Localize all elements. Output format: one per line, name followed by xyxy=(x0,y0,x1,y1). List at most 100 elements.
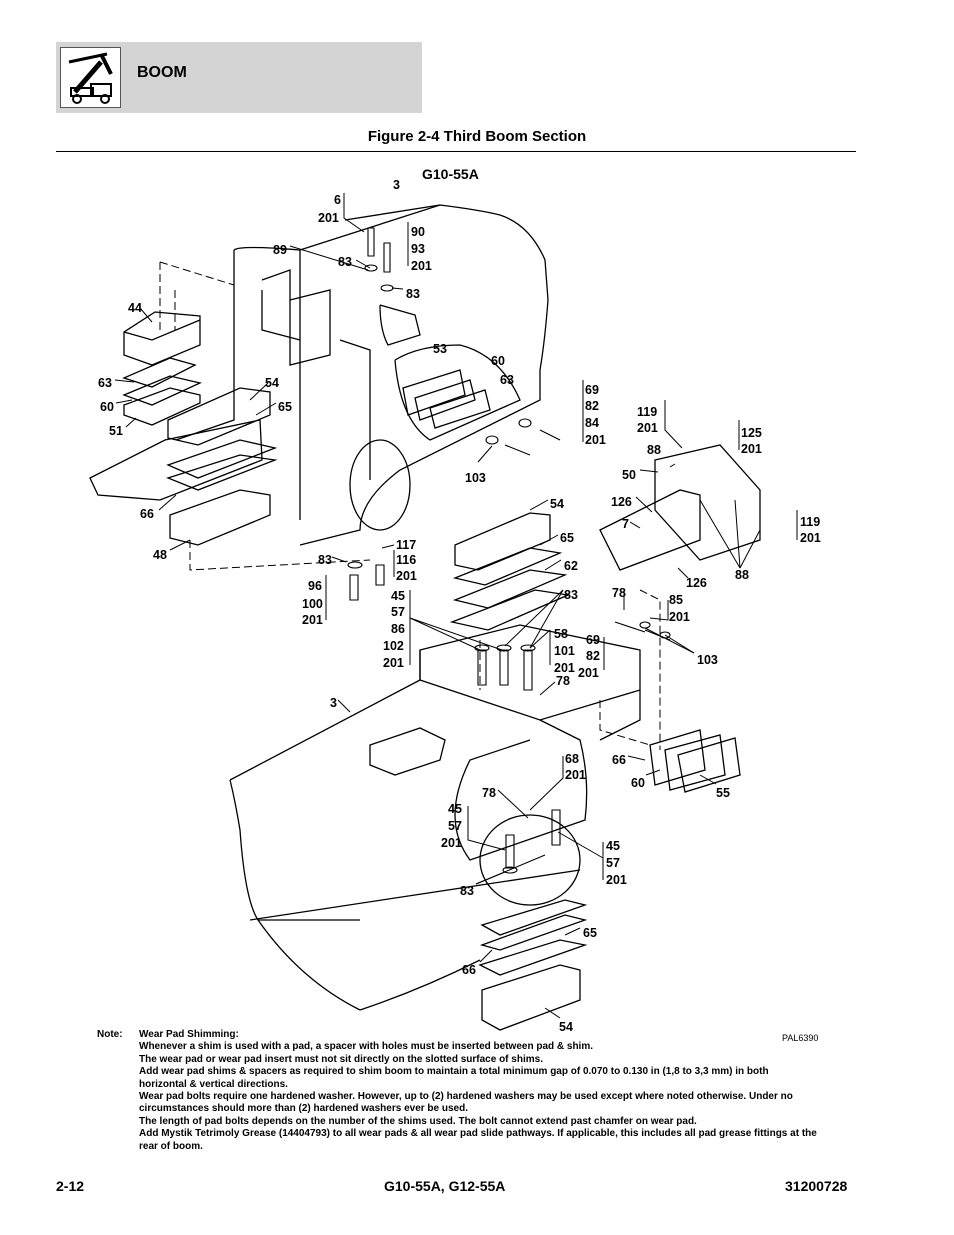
callout-label: 93 xyxy=(411,242,425,256)
callout-label: 83 xyxy=(564,588,578,602)
shimming-notes: Wear Pad Shimming: Whenever a shim is us… xyxy=(139,1029,819,1153)
callout-label: 62 xyxy=(564,559,578,573)
callout-label: 84 xyxy=(585,416,599,430)
callout-label: 55 xyxy=(716,786,730,800)
callout-label: 201 xyxy=(302,613,323,627)
drawing-code: PAL6390 xyxy=(782,1033,818,1043)
callout-label: 103 xyxy=(465,471,486,485)
callout-label: 201 xyxy=(637,421,658,435)
callout-label: 88 xyxy=(647,443,661,457)
callout-label: 45 xyxy=(448,802,462,816)
callout-label: 201 xyxy=(318,211,339,225)
callout-label: 102 xyxy=(383,639,404,653)
note-line: Wear pad bolts require one hardened wash… xyxy=(139,1091,793,1115)
callout-label: 54 xyxy=(265,376,279,390)
callout-label: 3 xyxy=(393,178,400,192)
callout-label: 6 xyxy=(334,193,341,207)
footer-models: G10-55A, G12-55A xyxy=(384,1178,506,1194)
callout-label: 51 xyxy=(109,424,123,438)
callout-label: 126 xyxy=(611,495,632,509)
callout-label: 90 xyxy=(411,225,425,239)
callout-label: 86 xyxy=(391,622,405,636)
callout-label: 65 xyxy=(560,531,574,545)
callout-label: 65 xyxy=(583,926,597,940)
boom-linework xyxy=(89,204,761,1031)
callout-label: 101 xyxy=(554,644,575,658)
callout-label: 119 xyxy=(800,515,820,529)
callout-label: 78 xyxy=(556,674,570,688)
callout-label: 201 xyxy=(383,656,404,670)
callout-label: 63 xyxy=(98,376,112,390)
callout-label: 3 xyxy=(330,696,337,710)
callout-label: 57 xyxy=(448,819,462,833)
callout-label: 58 xyxy=(554,627,568,641)
callout-label: 201 xyxy=(565,768,586,782)
note-line: Add Mystik Tetrimoly Grease (14404793) t… xyxy=(139,1128,817,1152)
callout-label: 66 xyxy=(140,507,154,521)
callout-label: 66 xyxy=(612,753,626,767)
page-number: 2-12 xyxy=(56,1178,85,1194)
callout-label: 44 xyxy=(128,301,142,315)
note-line: Add wear pad shims & spacers as required… xyxy=(139,1066,769,1090)
callout-label: 201 xyxy=(441,836,462,850)
callout-label: 201 xyxy=(396,569,417,583)
callout-label: 50 xyxy=(622,468,636,482)
callout-label: 83 xyxy=(338,255,352,269)
callout-label: 201 xyxy=(606,873,627,887)
callout-label: 57 xyxy=(391,605,405,619)
title-rule xyxy=(56,151,856,152)
callout-label: 100 xyxy=(302,597,323,611)
note-line: Whenever a shim is used with a pad, a sp… xyxy=(139,1041,594,1053)
note-line: The length of pad bolts depends on the n… xyxy=(139,1115,697,1127)
alignment-lines xyxy=(159,261,661,750)
note-label: Note: xyxy=(97,1029,123,1040)
callout-label: 57 xyxy=(606,856,620,870)
callout-label: 126 xyxy=(686,576,707,590)
callout-label: 201 xyxy=(669,610,690,624)
callout-label: 201 xyxy=(554,661,575,675)
callout-label: 88 xyxy=(735,568,749,582)
callout-label: 201 xyxy=(800,531,821,545)
callout-label: 60 xyxy=(631,776,645,790)
callout-label: 65 xyxy=(278,400,292,414)
leader-lines xyxy=(114,193,798,1019)
callout-label: 96 xyxy=(308,579,322,593)
note-heading: Wear Pad Shimming: xyxy=(139,1029,239,1040)
fasteners xyxy=(347,227,671,874)
callout-label: 82 xyxy=(586,649,600,663)
callout-label: 83 xyxy=(406,287,420,301)
callout-label: 63 xyxy=(500,373,514,387)
callout-label: 45 xyxy=(606,839,620,853)
callout-label: 82 xyxy=(585,399,599,413)
callout-label: 201 xyxy=(741,442,762,456)
section-title: BOOM xyxy=(137,64,187,81)
callout-label: 85 xyxy=(669,593,683,607)
callout-label: 60 xyxy=(100,400,114,414)
callout-label: 201 xyxy=(411,259,432,273)
callout-label: 69 xyxy=(586,633,600,647)
callout-labels: 3 6 201 90 93 201 89 83 83 44 53 60 63 69 82 84 201 63 54 6… xyxy=(98,178,821,1034)
doc-number: 31200728 xyxy=(785,1178,848,1194)
figure-title: Figure 2-4 Third Boom Section xyxy=(367,128,587,145)
callout-label: 68 xyxy=(565,752,579,766)
callout-label: 78 xyxy=(482,786,496,800)
callout-label: 53 xyxy=(433,342,447,356)
callout-label: 89 xyxy=(273,243,287,257)
callout-label: 103 xyxy=(697,653,718,667)
telehandler-logo-icon xyxy=(60,47,121,108)
callout-label: 119 xyxy=(637,405,657,419)
callout-label: 69 xyxy=(585,383,599,397)
callout-label: 125 xyxy=(741,426,762,440)
callout-label: 201 xyxy=(585,433,606,447)
callout-label: 54 xyxy=(559,1020,573,1034)
callout-label: 60 xyxy=(491,354,505,368)
model-label: G10-55A xyxy=(422,166,479,182)
callout-label: 54 xyxy=(550,497,564,511)
callout-label: 66 xyxy=(462,963,476,977)
callout-label: 48 xyxy=(153,548,167,562)
callout-label: 117 xyxy=(396,538,416,552)
callout-label: 7 xyxy=(622,517,629,531)
callout-label: 78 xyxy=(612,586,626,600)
callout-label: 116 xyxy=(396,553,416,567)
